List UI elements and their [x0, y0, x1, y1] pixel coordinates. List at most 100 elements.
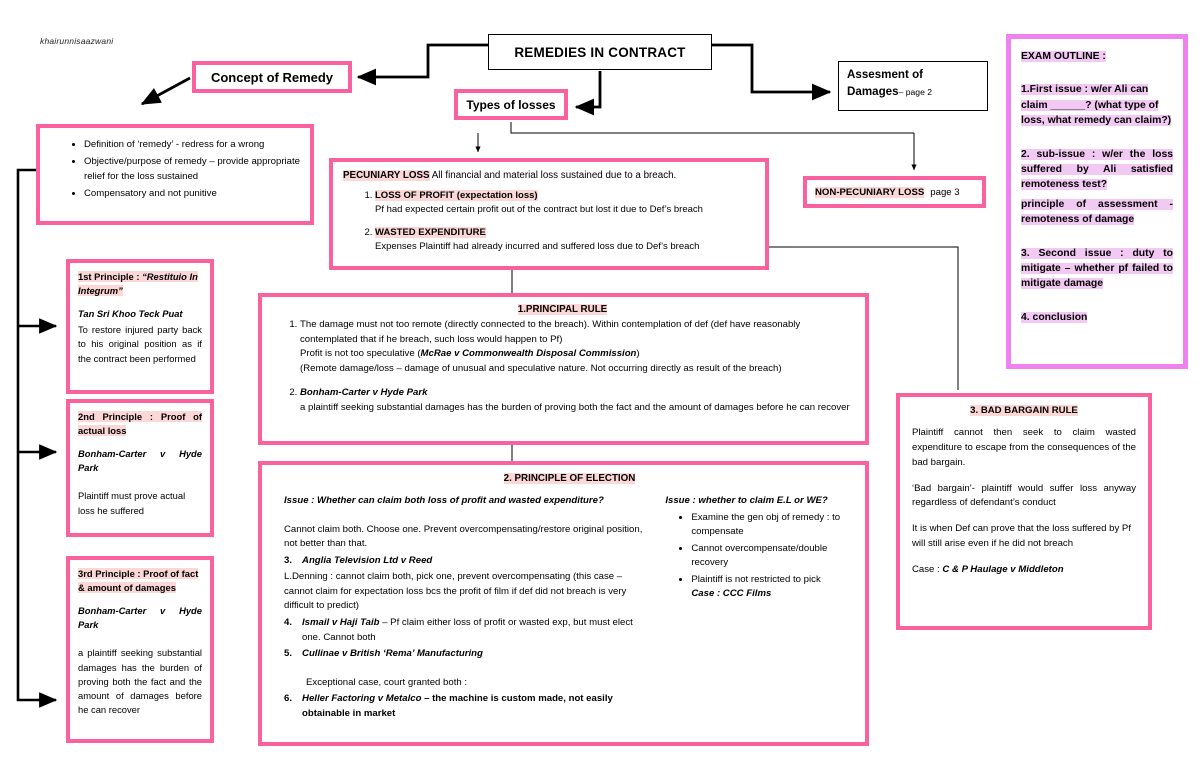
- types-of-losses-label: Types of losses: [466, 97, 556, 112]
- list-item: Bonham-Carter v Hyde Park a plaintiff se…: [300, 386, 853, 415]
- exam-outline-item-3: principle of assessment - remoteness of …: [1021, 197, 1173, 228]
- non-pecuniary-loss-box: NON-PECUNIARY LOSS page 3: [803, 176, 986, 208]
- principal-rule-heading-label: 1.PRINCIPAL RULE: [517, 304, 608, 315]
- election-item-5: 5. Cullinae v British ‘Rema’ Manufacturi…: [284, 647, 647, 662]
- bad-bargain-case: Case : C & P Haulage v Middleton: [912, 563, 1136, 578]
- exam-outline-item-5-label: 4. conclusion: [1021, 311, 1088, 323]
- list-item: Cannot overcompensate/double recovery: [691, 542, 855, 571]
- principle-1-body: To restore injured party back to his ori…: [78, 324, 202, 364]
- principle-3-heading-label: 3rd Principle : Proof of fact & amount o…: [78, 568, 199, 593]
- election-item-6-detail: – the machine is custom made, not easily…: [302, 693, 613, 719]
- loss-of-profit-detail: Pf had expected certain profit out of th…: [375, 204, 703, 216]
- principal-rule-item1-case: McRae v Commonwealth Disposal Commission: [420, 348, 637, 360]
- pecuniary-loss-label: PECUNIARY LOSS: [343, 170, 430, 181]
- election-item-5-case: Cullinae v British ‘Rema’ Manufacturing: [302, 648, 483, 660]
- election-item-4-num: 4.: [284, 617, 293, 629]
- principal-rule-item2-detail: a plaintiff seeking substantial damages …: [300, 401, 850, 413]
- principle-1-box: 1st Principle : “Restituio In Integrum” …: [66, 259, 214, 394]
- principle-1-heading-label: 1st Principle :: [78, 271, 143, 282]
- election-exceptional-note: Exceptional case, court granted both :: [306, 676, 468, 688]
- assessment-of-damages-label2: Damages: [847, 84, 899, 98]
- assessment-page-ref: – page 2: [898, 86, 933, 97]
- exam-outline-heading: EXAM OUTLINE :: [1021, 49, 1173, 64]
- exam-outline-item-2-label: 2. sub-issue : w/er the loss suffered by…: [1021, 148, 1173, 191]
- principle-1-heading: 1st Principle : “Restituio In Integrum”: [78, 270, 202, 297]
- bad-bargain-rule-box: 3. BAD BARGAIN RULE Plaintiff cannot the…: [896, 393, 1152, 630]
- list-item: WASTED EXPENDITURE Expenses Plaintiff ha…: [375, 226, 757, 255]
- exam-outline-item-4-label: 3. Second issue : duty to mitigate – whe…: [1021, 247, 1173, 290]
- list-item: Examine the gen obj of remedy : to compe…: [691, 511, 855, 540]
- exam-outline-item-4: 3. Second issue : duty to mitigate – whe…: [1021, 246, 1173, 292]
- election-para1: Cannot claim both. Choose one. Prevent o…: [284, 523, 643, 550]
- election-right-bullets: Examine the gen obj of remedy : to compe…: [665, 511, 855, 602]
- election-item-4: 4. Ismail v Haji Taib – Pf claim either …: [284, 616, 647, 645]
- principal-rule-item2-case: Bonham-Carter v Hyde Park: [300, 387, 428, 399]
- principal-rule-heading: 1.PRINCIPAL RULE: [272, 304, 853, 315]
- principle-2-heading-label: 2nd Principle : Proof of actual loss: [78, 411, 202, 436]
- election-item-6-num: 6.: [284, 693, 293, 705]
- election-item-5-num: 5.: [284, 648, 293, 660]
- definition-of-remedy-box: Definition of ‘remedy’ - redress for a w…: [36, 124, 314, 225]
- principle-2-box: 2nd Principle : Proof of actual loss Bon…: [66, 399, 214, 537]
- wasted-expenditure-label: WASTED EXPENDITURE: [375, 226, 486, 238]
- election-item-4-case: Ismail v Haji Taib: [302, 617, 380, 629]
- principle-of-election-heading: 2. PRINCIPLE OF ELECTION: [284, 473, 855, 484]
- page-title: REMEDIES IN CONTRACT: [514, 44, 686, 60]
- election-item-3-case: Anglia Television Ltd v Reed: [302, 554, 433, 566]
- election-item-3-detail: L.Denning : cannot claim both, pick one,…: [284, 571, 627, 612]
- bad-bargain-para-3: It is when Def can prove that the loss s…: [912, 523, 1131, 550]
- election-right-bullet-3-text: Plaintiff is not restricted to pick: [691, 573, 821, 585]
- types-of-losses-box: Types of losses: [454, 89, 568, 120]
- bad-bargain-para-1: Plaintiff cannot then seek to claim wast…: [912, 427, 1136, 468]
- election-right-case: Case : CCC Films: [691, 588, 772, 600]
- election-item-6: 6. Heller Factoring v Metalco – the mach…: [284, 692, 647, 721]
- exam-outline-box: EXAM OUTLINE : 1.First issue : w/er Ali …: [1006, 34, 1188, 369]
- principle-of-election-box: 2. PRINCIPLE OF ELECTION Issue : Whether…: [258, 461, 869, 746]
- concept-of-remedy-label: Concept of Remedy: [210, 69, 334, 85]
- bad-bargain-heading: 3. BAD BARGAIN RULE: [912, 405, 1136, 416]
- list-item: Compensatory and not punitive: [84, 187, 302, 202]
- pecuniary-loss-list: LOSS OF PROFIT (expectation loss) Pf had…: [343, 189, 757, 254]
- principle-3-body: a plaintiff seeking substantial damages …: [78, 647, 202, 715]
- non-pecuniary-loss-label: NON-PECUNIARY LOSS: [815, 186, 925, 198]
- pecuniary-loss-heading: PECUNIARY LOSS All financial and materia…: [343, 170, 757, 181]
- principal-rule-list: The damage must not too remote (directly…: [272, 318, 853, 415]
- list-item: LOSS OF PROFIT (expectation loss) Pf had…: [375, 189, 757, 218]
- principle-3-box: 3rd Principle : Proof of fact & amount o…: [66, 556, 214, 743]
- election-left-column: Issue : Whether can claim both loss of p…: [284, 494, 647, 724]
- concept-of-remedy-box: Concept of Remedy: [192, 61, 352, 93]
- principal-rule-item1-line2-post: ): [636, 348, 640, 360]
- assessment-of-damages-box: Assesment of Damages– page 2: [838, 61, 988, 111]
- principle-3-heading: 3rd Principle : Proof of fact & amount o…: [78, 567, 202, 594]
- exam-outline-item-2: 2. sub-issue : w/er the loss suffered by…: [1021, 147, 1173, 193]
- loss-of-profit-label: LOSS OF PROFIT (expectation loss): [375, 190, 538, 201]
- bad-bargain-heading-label: 3. BAD BARGAIN RULE: [970, 405, 1078, 416]
- bad-bargain-case-label: Case :: [912, 564, 943, 576]
- principal-rule-item1-line3: (Remote damage/loss – damage of unusual …: [300, 362, 782, 374]
- principal-rule-item1-line1: The damage must not too remote (directly…: [300, 319, 801, 345]
- list-item: Objective/purpose of remedy – provide ap…: [84, 155, 302, 185]
- election-item-3: 3. Anglia Television Ltd v Reed: [284, 554, 647, 569]
- principle-of-election-heading-label: 2. PRINCIPLE OF ELECTION: [503, 473, 636, 484]
- definition-bullet-list: Definition of ‘remedy’ - redress for a w…: [48, 138, 302, 201]
- principle-2-heading: 2nd Principle : Proof of actual loss: [78, 410, 202, 437]
- exam-outline-item-5: 4. conclusion: [1021, 310, 1173, 325]
- principal-rule-box: 1.PRINCIPAL RULE The damage must not too…: [258, 293, 869, 445]
- election-right-column: Issue : whether to claim E.L or WE? Exam…: [665, 494, 855, 724]
- pecuniary-loss-box: PECUNIARY LOSS All financial and materia…: [329, 158, 769, 270]
- non-pecuniary-page-ref: page 3: [930, 186, 960, 198]
- election-columns: Issue : Whether can claim both loss of p…: [284, 494, 855, 724]
- principal-rule-item1-line2-pre: Profit is not too speculative (: [300, 348, 421, 360]
- election-item-3-num: 3.: [284, 554, 293, 566]
- exam-outline-item-1-label: 1.First issue : w/er Ali can claim _____…: [1021, 84, 1172, 127]
- bad-bargain-para-2: ‘Bad bargain’- plaintiff would suffer lo…: [912, 482, 1136, 509]
- main-title-box: REMEDIES IN CONTRACT: [488, 34, 712, 70]
- wasted-expenditure-detail: Expenses Plaintiff had already incurred …: [375, 240, 700, 252]
- list-item: Plaintiff is not restricted to pick Case…: [691, 573, 855, 602]
- election-item-4-detail: – Pf claim either loss of profit or wast…: [302, 617, 633, 643]
- principle-1-case: Tan Sri Khoo Teck Puat: [78, 308, 183, 320]
- watermark-author: khairunnisaazwani: [40, 36, 114, 46]
- election-issue-right: Issue : whether to claim E.L or WE?: [665, 495, 828, 506]
- list-item: Definition of ‘remedy’ - redress for a w…: [84, 138, 302, 153]
